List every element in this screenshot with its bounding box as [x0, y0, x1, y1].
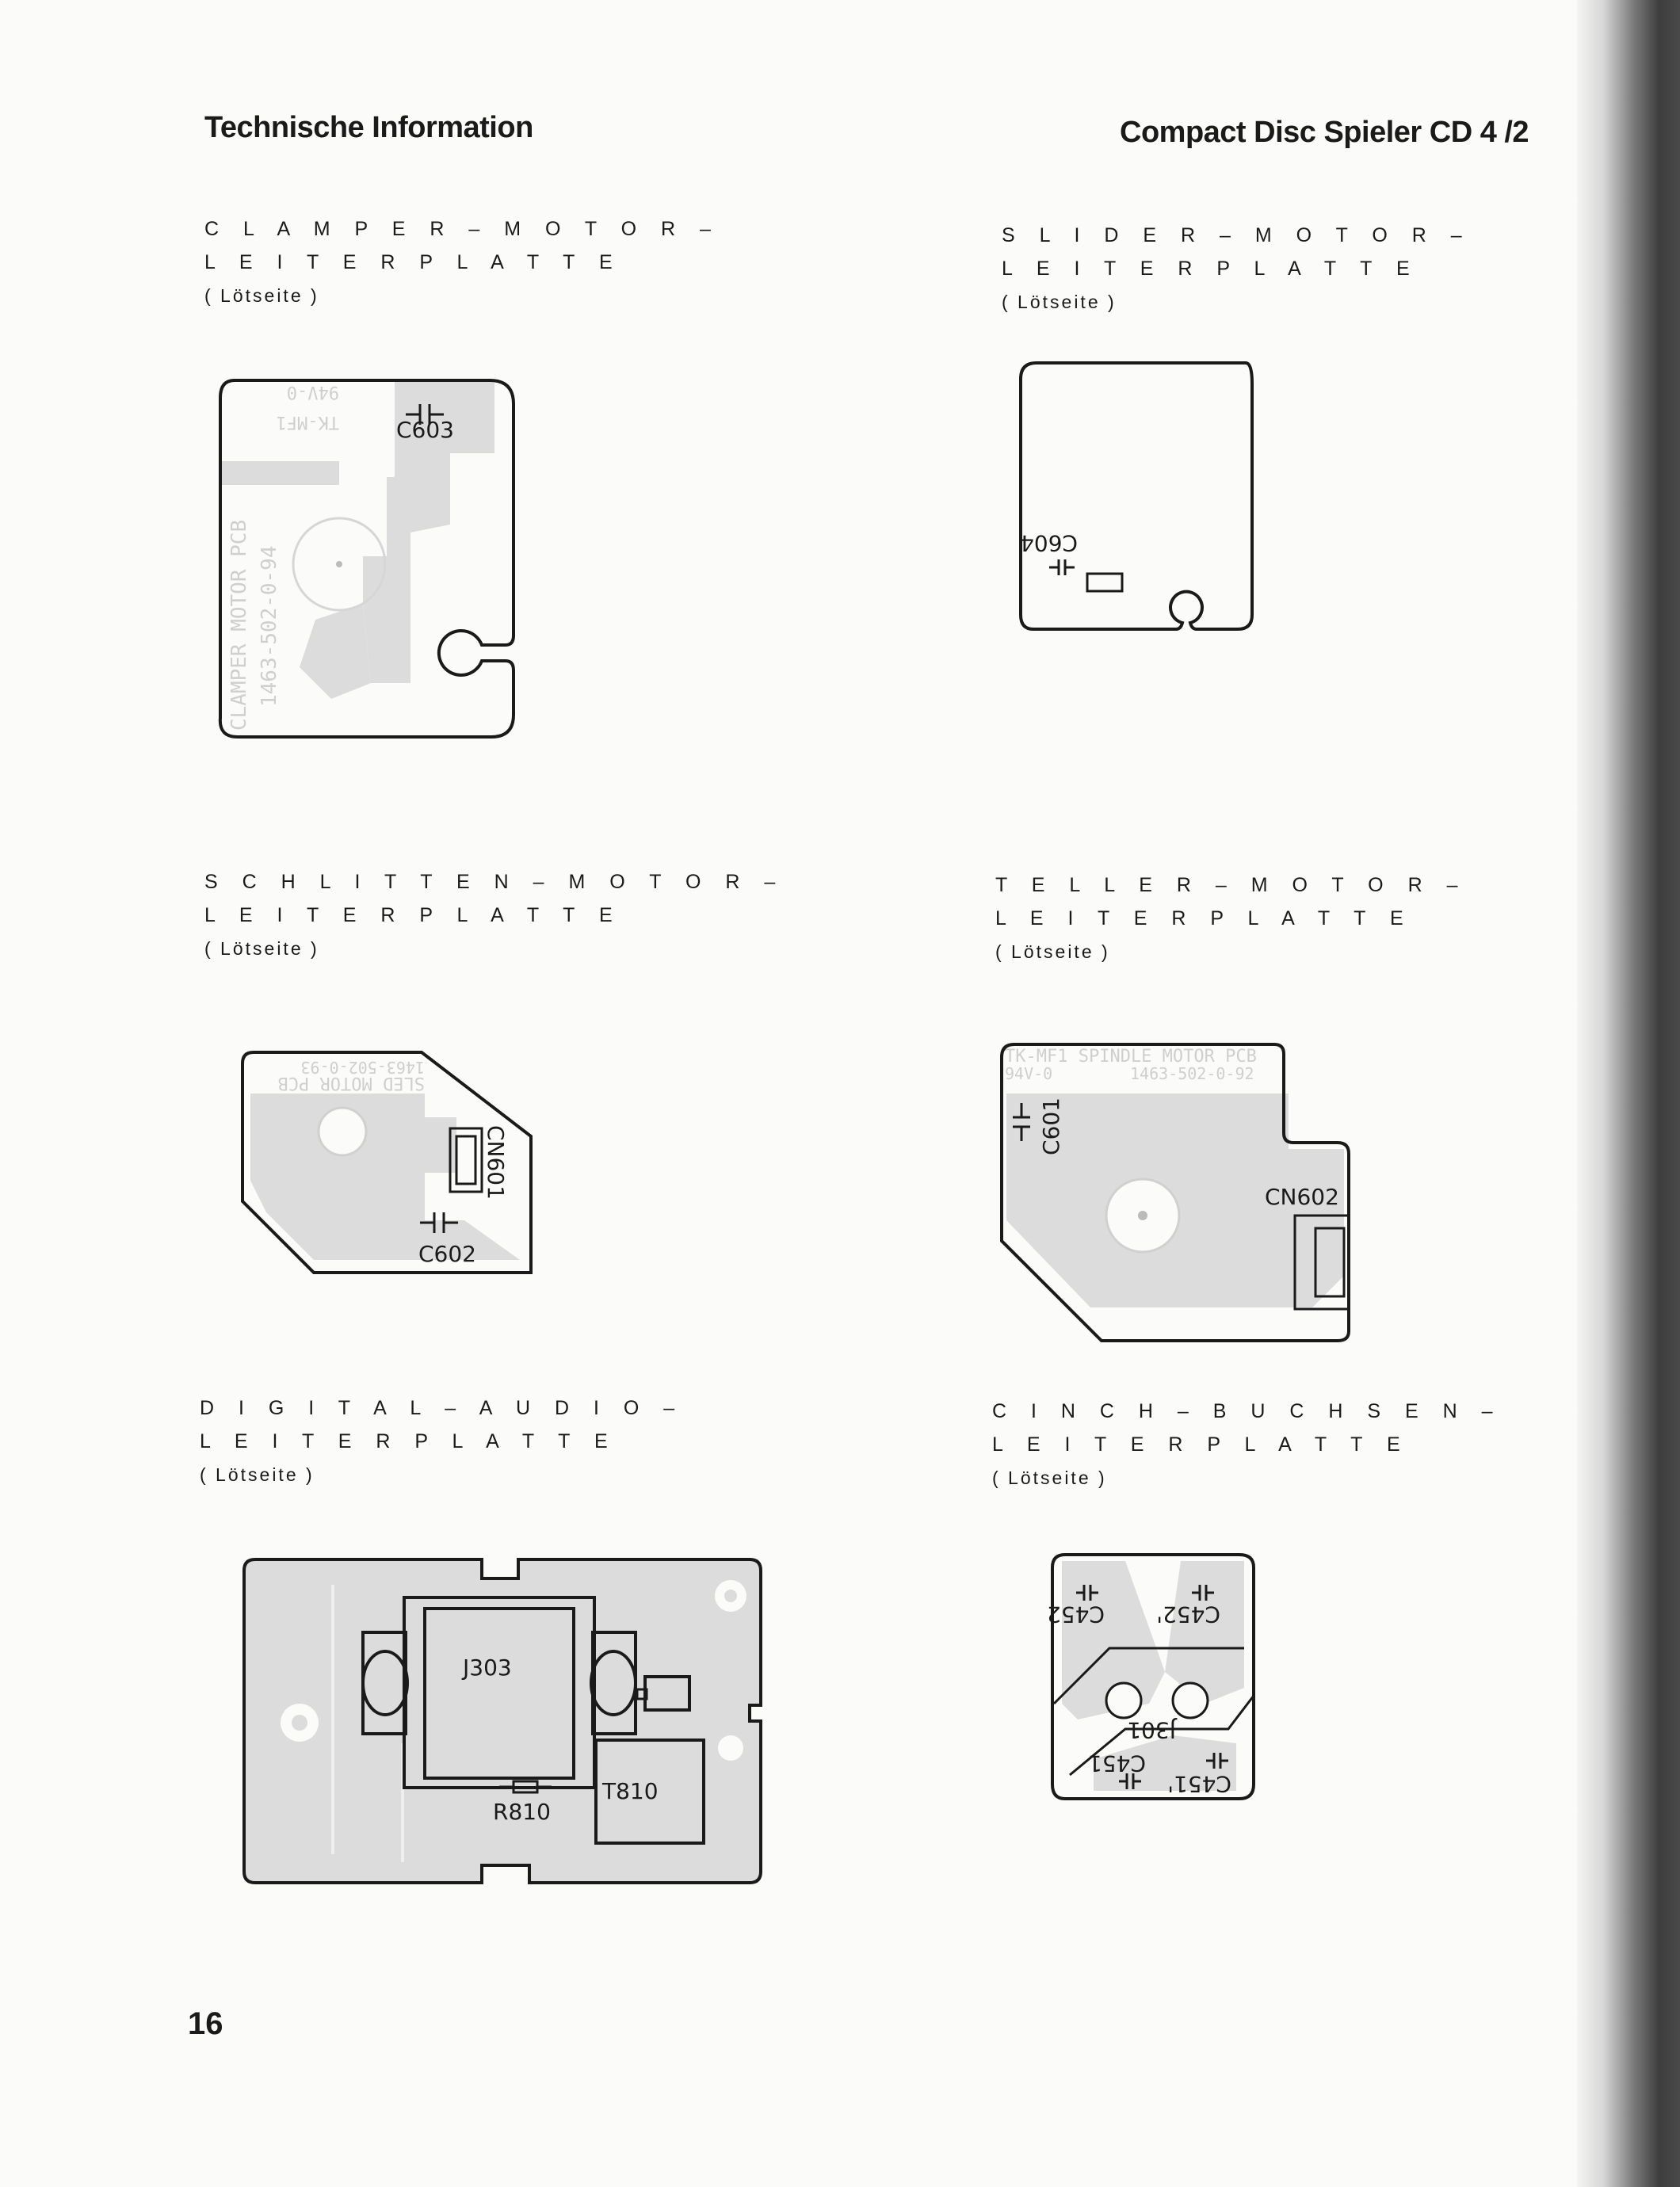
silk-part-number: 1463-502-0-94 — [258, 546, 281, 708]
silk-tk-mf1: TK-MF1 — [277, 412, 339, 432]
title-line1: T E L L E R – M O T O R – — [995, 874, 1468, 896]
silk-board-name: SLED MOTOR PCB — [278, 1073, 425, 1093]
schlitten-pcb-drawing: 1463-502-0-93 SLED MOTOR PCB CN601 C602 — [241, 1051, 533, 1274]
c451-label: C451 — [1088, 1750, 1146, 1777]
title-digital-audio: D I G I T A L – A U D I O – L E I T E R … — [200, 1391, 684, 1491]
title-line1: D I G I T A L – A U D I O – — [200, 1397, 685, 1419]
c452-prime-label: C452' — [1156, 1601, 1220, 1628]
title-line1: S L I D E R – M O T O R – — [1002, 224, 1472, 246]
t810-label: T810 — [601, 1778, 659, 1804]
silk-94v0: 94V-0 — [1005, 1064, 1052, 1083]
page-number: 16 — [188, 2006, 223, 2041]
title-cinch: C I N C H – B U C H S E N – L E I T E R … — [992, 1395, 1502, 1494]
title-line1: C L A M P E R – M O T O R – — [204, 218, 720, 240]
slider-pcb-drawing: C604 — [1019, 361, 1254, 631]
header-right: Compact Disc Spieler CD 4 /2 — [1120, 116, 1529, 149]
silk-board-name: CLAMPER MOTOR PCB — [227, 520, 251, 731]
clamper-pcb-drawing: 94V-0 TK-MF1 CLAMPER MOTOR PCB 1463-502-… — [218, 379, 515, 739]
title-side: ( Lötseite ) — [992, 1468, 1107, 1488]
book-spine-shadow — [1577, 0, 1680, 2187]
title-line2: L E I T E R P L A T T E — [995, 907, 1413, 929]
title-teller: T E L L E R – M O T O R – L E I T E R P … — [995, 868, 1467, 968]
title-clamper: C L A M P E R – M O T O R – L E I T E R … — [204, 212, 720, 312]
silk-part-number: 1463-502-0-92 — [1130, 1064, 1254, 1083]
teller-pcb-drawing: TK-MF1 SPINDLE MOTOR PCB 94V-0 1463-502-… — [1000, 1043, 1350, 1342]
j303-label: J303 — [461, 1655, 512, 1681]
title-line2: L E I T E R P L A T T E — [992, 1433, 1410, 1456]
title-side: ( Lötseite ) — [204, 938, 319, 959]
title-side: ( Lötseite ) — [204, 285, 319, 306]
title-line2: L E I T E R P L A T T E — [204, 904, 622, 926]
c451-prime-label: C451' — [1167, 1771, 1231, 1797]
silk-part-number: 1463-502-0-93 — [300, 1058, 425, 1077]
cn602-label: CN602 — [1265, 1184, 1339, 1210]
c602-label: C602 — [418, 1241, 476, 1267]
r810-label: R810 — [493, 1799, 551, 1825]
title-line1: C I N C H – B U C H S E N – — [992, 1400, 1502, 1422]
silk-board-name: TK-MF1 SPINDLE MOTOR PCB — [1005, 1047, 1257, 1067]
title-line2: L E I T E R P L A T T E — [1002, 258, 1419, 280]
cn601-label: CN601 — [483, 1125, 509, 1200]
c601-label: C601 — [1038, 1097, 1064, 1155]
j301-label: J301 — [1127, 1717, 1178, 1743]
title-schlitten: S C H L I T T E N – M O T O R – L E I T … — [204, 865, 785, 965]
title-slider: S L I D E R – M O T O R – L E I T E R P … — [1002, 219, 1472, 319]
header-left: Technische Information — [204, 111, 533, 144]
title-side: ( Lötseite ) — [1002, 292, 1117, 312]
c604-label: C604 — [1020, 530, 1078, 556]
title-line2: L E I T E R P L A T T E — [204, 251, 622, 273]
silk-94v0: 94V-0 — [287, 382, 339, 402]
title-line2: L E I T E R P L A T T E — [200, 1430, 617, 1452]
cinch-pcb-drawing: J301 C452 C452' C451 C451' — [1047, 1553, 1255, 1800]
title-line1: S C H L I T T E N – M O T O R – — [204, 871, 785, 893]
c603-label: C603 — [396, 417, 454, 443]
title-side: ( Lötseite ) — [995, 941, 1110, 962]
c452-label: C452 — [1047, 1601, 1105, 1628]
digital-audio-pcb-drawing: J303 T810 R810 — [242, 1558, 762, 1884]
title-side: ( Lötseite ) — [200, 1464, 315, 1485]
